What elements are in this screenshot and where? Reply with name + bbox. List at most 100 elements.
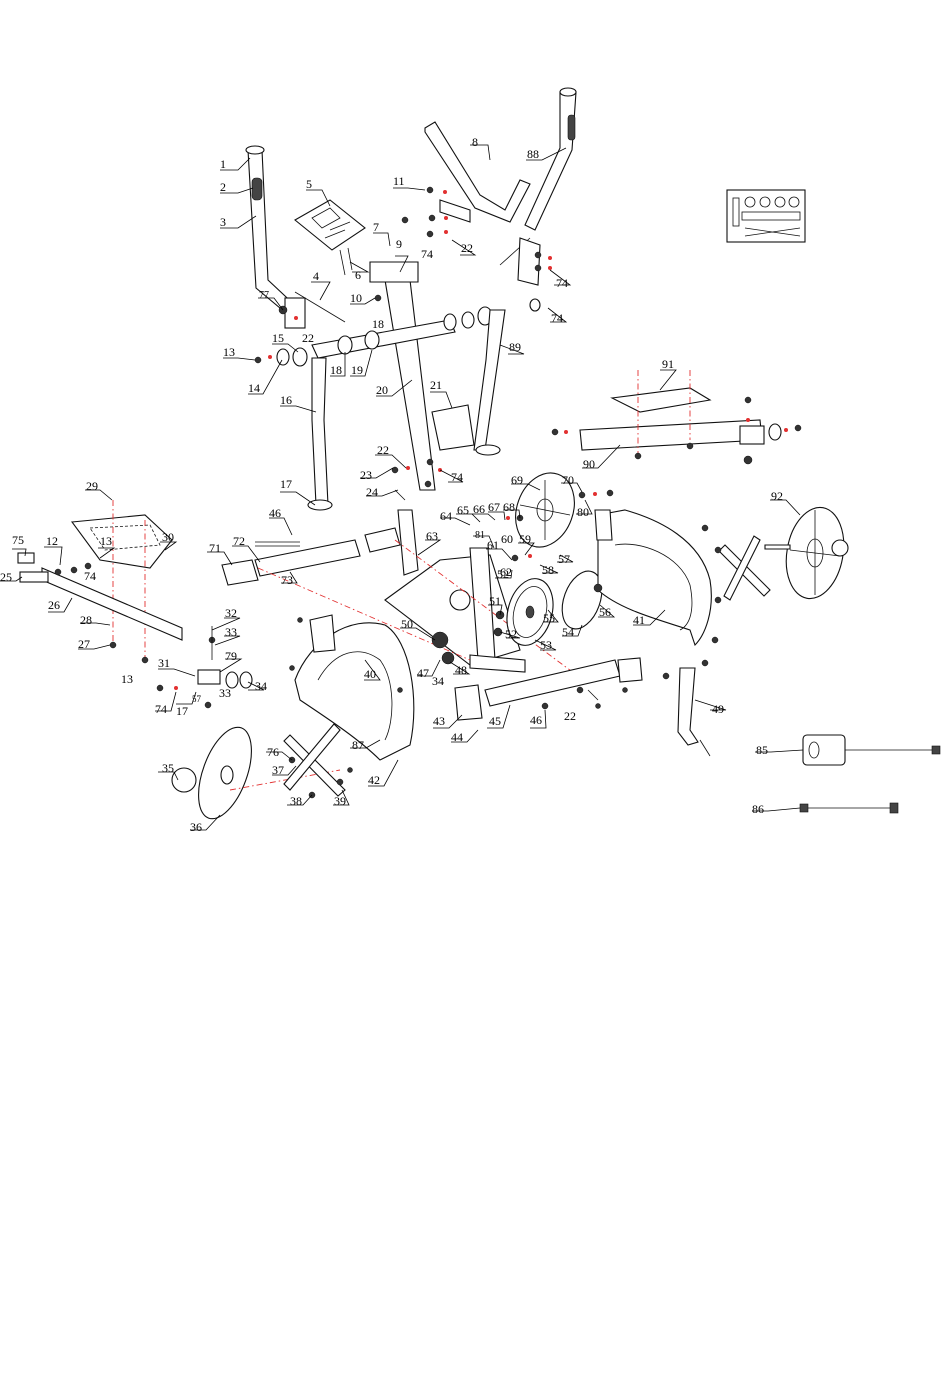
part-label-18-b: 18: [330, 363, 342, 377]
part-label-47: 47: [417, 666, 429, 680]
part-label-7: 7: [373, 220, 379, 234]
part-label-35: 35: [162, 761, 174, 775]
part-label-2: 2: [220, 180, 226, 194]
part-labels: 1 2 3 4 5 6 7 8 9 10 11 12 13 13 13 14 1…: [0, 135, 783, 834]
side-cover-40: [294, 614, 415, 761]
left-disc-36: [171, 726, 341, 820]
part-label-56: 56: [599, 605, 611, 619]
pivot-shaft: [292, 298, 541, 367]
part-label-72: 72: [233, 534, 245, 548]
part-label-62: 62: [500, 565, 512, 579]
part-label-20: 20: [376, 383, 388, 397]
right-disc-92: [764, 506, 849, 600]
part-label-41: 41: [633, 613, 645, 627]
part-label-66: 66: [473, 502, 485, 516]
part-label-33-lower: 33: [219, 686, 231, 700]
part-label-86: 86: [752, 802, 764, 816]
part-label-11: 11: [393, 174, 405, 188]
main-frame-63: [384, 509, 526, 673]
part-label-85: 85: [756, 743, 768, 757]
part-label-29: 29: [86, 479, 98, 493]
lower-arm-16: [307, 357, 333, 511]
part-label-34-left: 34: [255, 679, 267, 693]
part-label-75: 75: [12, 533, 24, 547]
part-label-60: 60: [501, 532, 513, 546]
part-label-38: 38: [290, 794, 302, 808]
cable-86: [799, 802, 899, 814]
adapter-85: [802, 734, 941, 766]
part-label-77: 77: [259, 290, 269, 301]
part-label-28: 28: [80, 613, 92, 627]
part-label-48: 48: [455, 663, 467, 677]
part-label-58: 58: [542, 563, 554, 577]
part-label-40: 40: [364, 667, 376, 681]
part-label-71: 71: [209, 541, 221, 555]
part-label-76: 76: [267, 745, 279, 759]
part-label-67: 67: [488, 500, 500, 514]
cross-stand-right: [718, 535, 771, 601]
part-label-92: 92: [771, 489, 783, 503]
part-label-9: 9: [396, 237, 402, 251]
part-label-74-top: 74: [421, 247, 433, 261]
part-label-57-right: 57: [558, 552, 570, 566]
part-label-4: 4: [313, 269, 319, 283]
part-label-22-bottom: 22: [564, 709, 576, 723]
part-label-22-top: 22: [461, 241, 473, 255]
rail-90: [579, 370, 782, 455]
part-label-23: 23: [360, 468, 372, 482]
part-label-55: 55: [543, 611, 555, 625]
part-label-24: 24: [366, 485, 378, 499]
pedal-arm-49: [677, 667, 711, 757]
part-label-42: 42: [368, 773, 380, 787]
part-label-19: 19: [351, 363, 363, 377]
part-label-6: 6: [355, 268, 361, 282]
part-label-68: 68: [503, 500, 515, 514]
part-label-70: 70: [562, 473, 574, 487]
part-label-8: 8: [472, 135, 478, 149]
side-cover-41: [594, 509, 712, 647]
part-label-14: 14: [248, 381, 260, 395]
part-label-91: 91: [662, 357, 674, 371]
part-label-17-upper: 17: [280, 477, 292, 491]
cover-21: [431, 404, 475, 451]
part-label-73: 73: [281, 573, 293, 587]
leader-lines: [0, 144, 804, 831]
part-label-33-upper: 33: [225, 625, 237, 639]
part-label-52-a: 52: [505, 627, 517, 641]
part-label-10: 10: [350, 291, 362, 305]
part-label-37: 37: [272, 763, 284, 777]
part-label-50: 50: [401, 617, 413, 631]
part-label-5: 5: [306, 177, 312, 191]
part-label-12: 12: [46, 534, 58, 548]
part-label-26: 26: [48, 598, 60, 612]
part-label-88: 88: [527, 147, 539, 161]
part-label-1: 1: [220, 157, 226, 171]
upper-handlebar-8: [424, 121, 531, 223]
part-label-89: 89: [509, 340, 521, 354]
part-label-36: 36: [190, 820, 202, 834]
hardware: [17, 186, 802, 799]
part-label-34-center: 34: [432, 674, 444, 688]
part-label-45: 45: [489, 714, 501, 728]
part-label-74-shaft: 74: [551, 311, 563, 325]
tool-card: [726, 189, 806, 243]
part-label-51: 51: [489, 594, 501, 608]
drawing: [17, 87, 941, 820]
part-label-13-upper: 13: [100, 534, 112, 548]
part-label-15: 15: [272, 331, 284, 345]
part-label-65: 65: [457, 503, 469, 517]
part-label-22-pivot: 22: [302, 331, 314, 345]
part-label-17-lower: 17: [176, 704, 188, 718]
part-label-16: 16: [280, 393, 292, 407]
part-label-79: 79: [225, 649, 237, 663]
part-label-3: 3: [220, 215, 226, 229]
part-label-31: 31: [158, 656, 170, 670]
part-label-30: 30: [162, 530, 174, 544]
console: [294, 199, 366, 276]
part-label-74-right: 74: [556, 276, 568, 290]
part-label-59: 59: [519, 532, 531, 546]
part-label-43: 43: [433, 714, 445, 728]
part-label-53: 53: [540, 638, 552, 652]
part-label-74-mid: 74: [451, 470, 463, 484]
